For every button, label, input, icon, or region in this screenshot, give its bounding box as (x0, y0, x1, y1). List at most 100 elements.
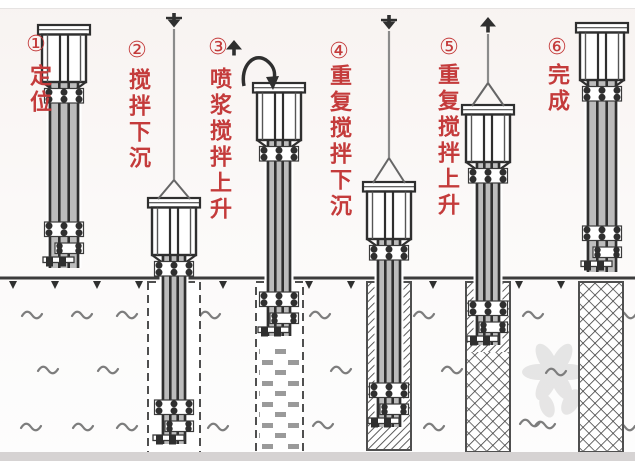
collar-bolt (75, 222, 83, 230)
cable-fork (157, 179, 191, 200)
collar-bolt (75, 229, 83, 237)
collar-bolt (275, 146, 283, 154)
collar-bolt (275, 153, 283, 161)
mixing-blade-bar (580, 260, 613, 268)
lower-arrow-icon (381, 15, 397, 30)
soil-tilde (206, 422, 230, 432)
tool-bolt (166, 420, 173, 428)
mixing-blade-tooth (261, 327, 268, 337)
watermark-petal (539, 394, 555, 418)
collar-bolt (75, 88, 83, 96)
cable-step-2 (157, 13, 191, 200)
collar-bolt (499, 308, 507, 316)
collar-bolt (45, 88, 53, 96)
tool-bolt (56, 242, 63, 250)
collar-bolt (613, 86, 621, 94)
step-4-label: 重复搅拌下沉 (326, 64, 351, 220)
collar-bolt (290, 292, 298, 300)
grout-injection-arrowhead (266, 76, 279, 90)
step-1-number: ① (26, 32, 46, 57)
watermark-petal (535, 369, 558, 401)
collar-bolt (469, 175, 477, 183)
collar-bolt (484, 175, 492, 183)
collar-bolt (260, 299, 268, 307)
tool-bolt (499, 326, 506, 333)
mixing-blade-tooth (470, 336, 477, 346)
ground-tick (9, 281, 17, 289)
mixing-blade-tooth (46, 257, 53, 267)
collar-bolt (598, 86, 606, 94)
ground-tick (515, 281, 523, 289)
collar-bolt (370, 245, 378, 253)
step-5-label: 重复搅拌上升 (434, 63, 459, 219)
mixing-blade-bar (152, 434, 185, 442)
collar-bolt (170, 268, 178, 276)
collar-bolt (260, 153, 268, 161)
step-5-number: ⑤ (439, 35, 459, 60)
pile-lattice-fill (579, 282, 623, 452)
collar-bolt (290, 299, 298, 307)
mixing-blade-tooth (274, 327, 281, 337)
watermark-petal (550, 343, 573, 375)
collar-bolt (583, 226, 591, 234)
collar-bolt (613, 93, 621, 101)
raise-arrow-icon (226, 40, 242, 56)
collar-bolt (598, 233, 606, 241)
soil-tilde (70, 310, 94, 320)
soil-tilde (521, 310, 545, 320)
ground-tick (135, 281, 143, 289)
machine-step-2 (146, 196, 202, 445)
step-2-label: 搅拌下沉 (125, 68, 150, 172)
soil-tilde (308, 310, 332, 320)
collar-bolt (275, 292, 283, 300)
pile-dash-fill (259, 346, 300, 452)
collar-bolt (598, 226, 606, 234)
gearbox-body (578, 31, 626, 82)
top-margin-band (0, 0, 635, 9)
tool-bolt (594, 251, 601, 258)
tool-bolt (613, 251, 620, 258)
collar-bolt (185, 400, 193, 408)
step-1-label: 定位 (26, 64, 51, 116)
collar-bolt (469, 168, 477, 176)
watermark-petal (535, 343, 558, 375)
mixing-tool (152, 399, 195, 445)
tool-collar-bar (54, 242, 85, 255)
mixing-blade-bar (367, 417, 400, 425)
soil-tilde (36, 365, 60, 375)
tool-bolt (499, 321, 506, 329)
tool-bolt (594, 246, 601, 254)
lower-arrow-icon (166, 13, 182, 28)
tool-collar-bar (379, 403, 410, 416)
collar-bolt (185, 268, 193, 276)
machine-step-6 (574, 21, 630, 272)
collar-bolt (290, 153, 298, 161)
collar-bolt (499, 168, 507, 176)
tool-bolt (290, 312, 297, 320)
soil-tilde (422, 422, 446, 432)
collar-bolt (185, 407, 193, 415)
mixing-blade-tooth (371, 418, 378, 428)
collar-bolt (45, 222, 53, 230)
gearbox-body (464, 113, 512, 164)
icon-point (226, 40, 242, 50)
collar-bolt (75, 95, 83, 103)
soil-tilde (96, 365, 120, 375)
tool-bolt (271, 312, 278, 320)
tool-bolt (56, 247, 63, 254)
collar-bolt (260, 146, 268, 154)
mixing-blade-tooth (384, 418, 391, 428)
step-6-label: 完成 (544, 63, 569, 115)
step-3-number: ③ (208, 35, 228, 60)
gearbox-body (365, 190, 413, 241)
cable-fork (471, 82, 505, 107)
soil-tilde (19, 422, 43, 432)
tool-bolt (381, 408, 388, 415)
machine-step-1 (36, 23, 92, 268)
collar-bolt (385, 252, 393, 260)
tool-bolt (290, 317, 297, 324)
tool-collar-bar (269, 312, 300, 325)
gearbox-body (150, 206, 198, 257)
mixing-blade-bar (257, 326, 290, 334)
